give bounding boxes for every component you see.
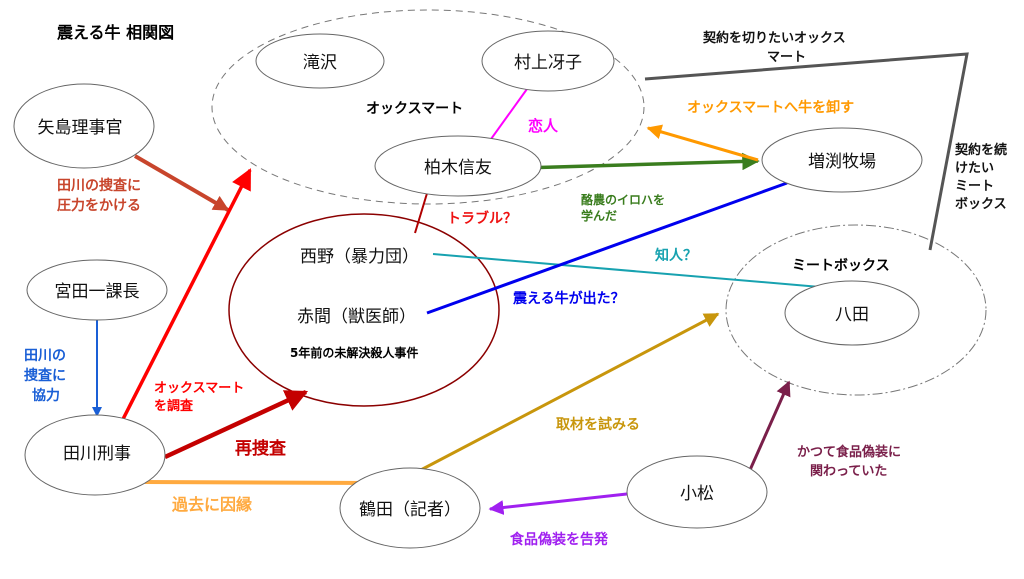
node-masubuchi[interactable] [761,127,923,193]
acquaint-label: 知人？ [655,247,697,264]
expose-arrow [488,491,637,515]
past-fraud-arrow [748,380,791,471]
keep-contract-label-3: ミート [955,179,994,194]
investigate-oxmart-label-2: を調査 [154,398,194,414]
reinvestigate-label: 再捜査 [235,438,287,459]
investigate-oxmart-arrow [118,168,252,426]
supply-label: オックスマートへ牛を卸す [687,99,854,116]
dairy-label-2: 学んだ [581,208,617,223]
supply-arrow [646,124,759,162]
node-tagawa[interactable] [24,414,166,496]
trouble-line [414,189,429,234]
meatbox-group [725,224,987,396]
keep-contract-label-2: けたい [955,161,994,176]
interview-label: 取材を試みる [556,416,640,433]
label-komatsu: 小松 [680,484,714,504]
trouble-label: トラブル？ [447,210,517,227]
label-masubuchi: 増渕牧場 [808,152,876,172]
pressure-label-2: 圧力をかける [57,197,141,214]
label-takizawa: 滝沢 [303,53,337,73]
case-label: 5年前の未解決殺人事件 [290,345,418,360]
contract-line [644,52,969,251]
label-yajima: 矢島理事官 [38,118,123,138]
expose-label: 食品偽装を告発 [510,531,609,548]
cut-contract-label-2: マート [767,50,806,65]
investigate-oxmart-label-1: オックスマート [154,381,244,396]
label-miyata: 宮田一課長 [55,282,140,302]
node-kashiwagi[interactable] [374,135,542,197]
past-fraud-label-2: 関わっていた [810,464,887,479]
node-hatta[interactable] [784,280,920,346]
lovers-label: 恋人 [528,117,559,135]
node-komatsu[interactable] [626,455,768,529]
reinvestigate-arrow [164,389,309,460]
label-tagawa: 田川刑事 [63,444,131,464]
label-kashiwagi: 柏木信友 [424,158,492,178]
acquaint-line [432,253,821,288]
past-fate-line [144,480,373,485]
pressure-label-1: 田川の捜査に [57,177,141,194]
keep-contract-label-4: ボックス [955,196,1007,212]
node-takizawa[interactable] [255,33,385,89]
node-miyata[interactable] [26,259,168,321]
keep-contract-label-1: 契約を続 [954,142,1007,158]
oxmart-label: オックスマート [366,101,463,117]
oxmart-group [211,9,645,205]
meatbox-label: ミートボックス [792,258,890,274]
coop-label-1: 田川の [24,348,66,364]
label-nishino: 西野（暴力団） [300,247,419,267]
dairy-arrow [521,152,760,171]
coop-label-3: 協力 [32,387,60,404]
lovers-line [485,88,528,147]
diagram-title: 震える牛 相関図 [56,23,174,42]
shaking-cow-label: 震える牛が出た？ [512,290,625,307]
cut-contract-label-1: 契約を切りたいオックス [702,30,846,46]
coop-label-2: 捜査に [24,367,66,384]
case-group [228,213,500,407]
pressure-arrow [133,154,230,212]
label-akama: 赤間（獣医師） [297,307,416,327]
node-murakami[interactable] [481,30,615,92]
interview-arrow [414,312,720,475]
past-fraud-label-1: かつて食品偽装に [797,444,901,460]
node-yajima[interactable] [13,83,155,169]
past-fate-label: 過去に因縁 [171,495,252,514]
node-tsuruta[interactable] [339,467,481,549]
shaking-cow-line [426,181,788,315]
label-tsuruta: 鶴田（記者） [359,500,461,520]
label-murakami: 村上冴子 [514,53,582,73]
label-hatta: 八田 [835,305,869,325]
dairy-label-1: 酪農のイロハを [581,192,665,207]
